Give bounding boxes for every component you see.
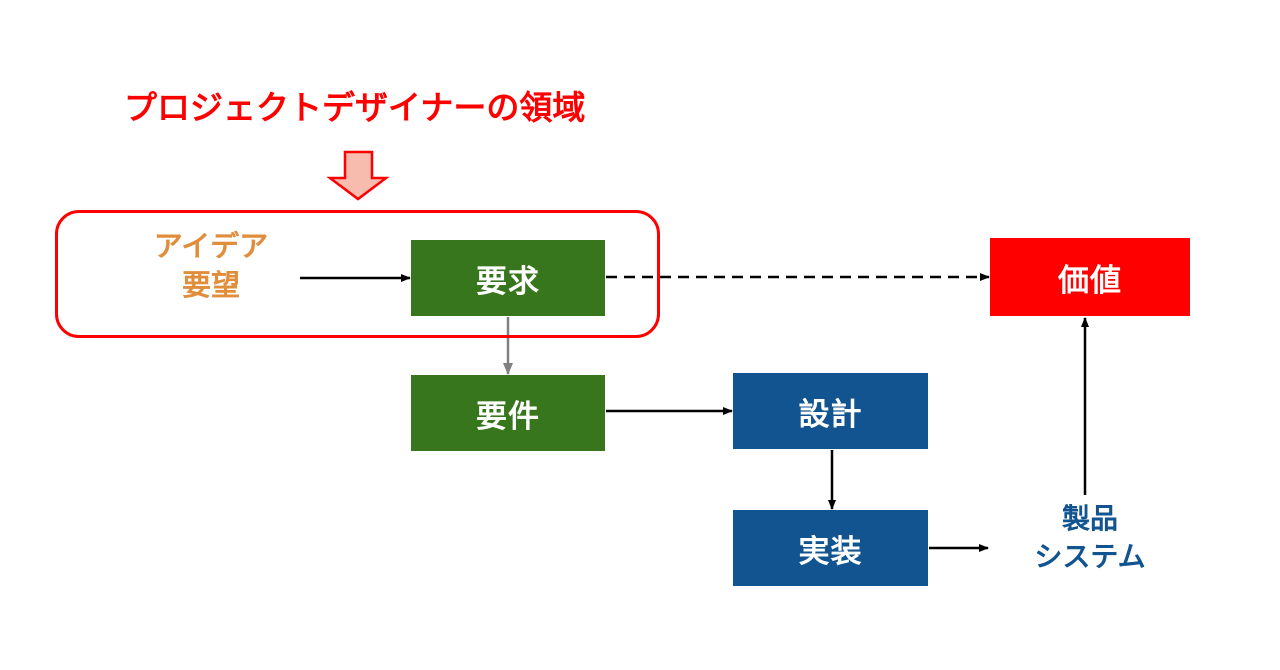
idea-label-line1: アイデア xyxy=(153,231,269,263)
down-arrow-icon xyxy=(326,150,390,201)
idea-label-line2: 要望 xyxy=(181,270,240,303)
product-label-line2: システム xyxy=(1034,540,1146,572)
node-yokyu[interactable]: 要求 xyxy=(411,240,605,316)
node-sekkei[interactable]: 設計 xyxy=(733,373,928,449)
page-title: プロジェクトデザイナーの領域 xyxy=(124,89,586,126)
product-label-line1: 製品 xyxy=(1061,503,1118,534)
node-kachi[interactable]: 価値 xyxy=(990,238,1190,316)
designer-scope-outline xyxy=(55,210,660,338)
idea-label: アイデア 要望 xyxy=(126,228,296,306)
node-jisso[interactable]: 実装 xyxy=(733,510,928,586)
node-yoken[interactable]: 要件 xyxy=(411,375,605,451)
product-system-label: 製品 システム xyxy=(1000,500,1180,576)
